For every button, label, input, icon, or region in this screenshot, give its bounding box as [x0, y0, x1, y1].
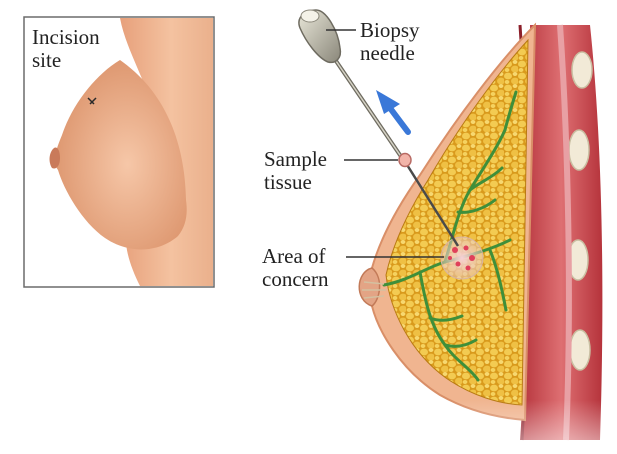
incision-site-label-line2: site [32, 49, 100, 72]
biopsy-needle-label-line2: needle [360, 42, 420, 65]
bottom-fade [0, 400, 617, 454]
area-of-concern-lesion [441, 237, 483, 279]
sample-tissue [399, 154, 411, 167]
incision-site-label: Incision site [32, 26, 100, 72]
breast-cross-section [359, 25, 602, 440]
area-of-concern-label: Area of concern [262, 245, 328, 291]
incision-site-label-line1: Incision [32, 26, 100, 49]
sample-tissue-label-line2: tissue [264, 171, 327, 194]
sample-tissue-label-line1: Sample [264, 148, 327, 171]
area-of-concern-label-line2: concern [262, 268, 328, 291]
biopsy-needle-label-line1: Biopsy [360, 19, 420, 42]
biopsy-needle-label: Biopsy needle [360, 19, 420, 65]
area-of-concern-label-line1: Area of [262, 245, 328, 268]
sample-tissue-label: Sample tissue [264, 148, 327, 194]
